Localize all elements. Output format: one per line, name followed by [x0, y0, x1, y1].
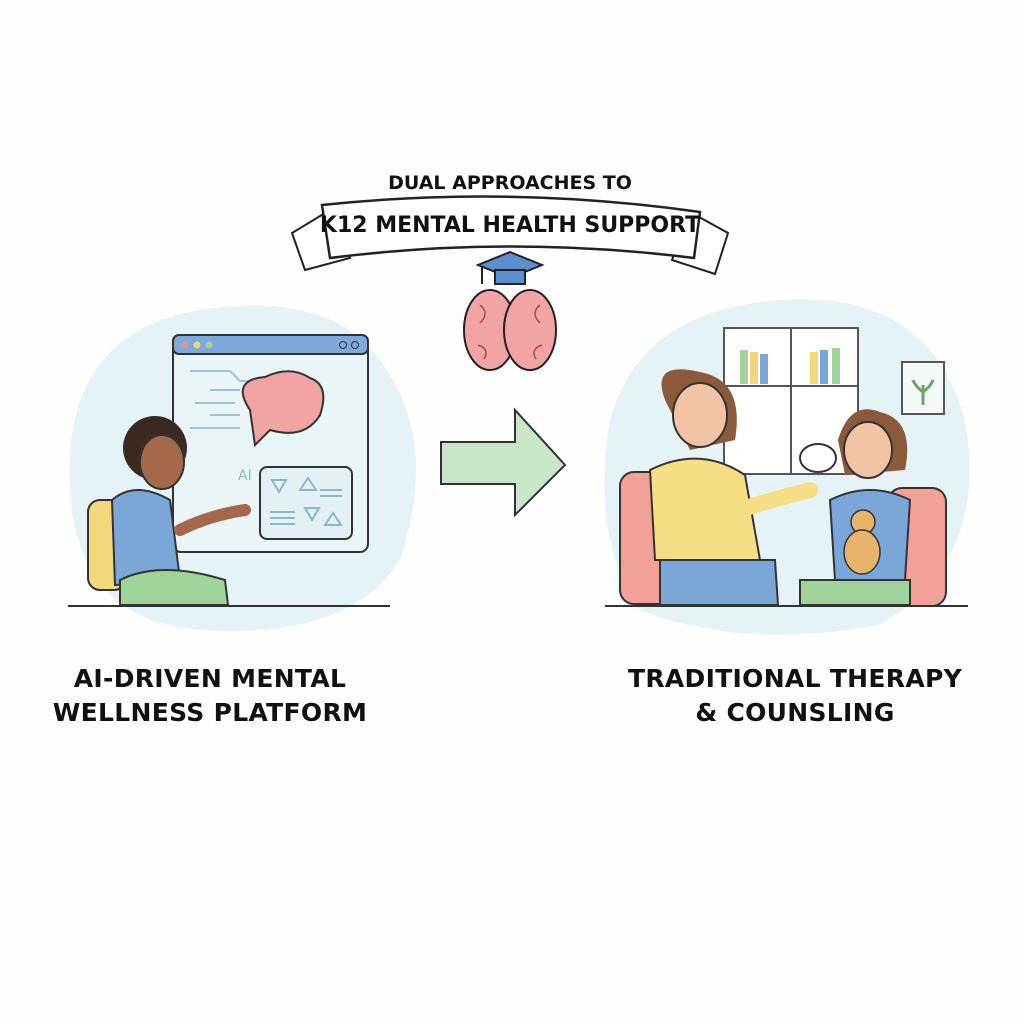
ai-label: AI	[238, 468, 252, 484]
arrow-icon	[440, 407, 567, 518]
right-caption-line2: & COUNSLING	[695, 698, 895, 727]
ai-platform-scene: AI	[68, 305, 417, 632]
title-banner: DUAL APPROACHES TO K12 MENTAL HEALTH SUP…	[290, 172, 730, 276]
bookshelf-window	[723, 327, 859, 475]
picture-frame	[901, 361, 945, 415]
left-caption-line2: WELLNESS PLATFORM	[52, 698, 368, 727]
graduation-cap-icon	[475, 250, 545, 285]
brain-icon	[463, 289, 557, 371]
right-caption: TRADITIONAL THERAPY & COUNSLING	[610, 662, 980, 730]
right-caption-line1: TRADITIONAL THERAPY	[628, 664, 962, 693]
browser-window: AI	[172, 334, 369, 553]
left-caption: AI-DRIVEN MENTAL WELLNESS PLATFORM	[40, 662, 380, 730]
banner-line1: DUAL APPROACHES TO	[388, 172, 632, 194]
therapy-scene	[604, 299, 970, 635]
banner-line2: K12 MENTAL HEALTH SUPPORT	[320, 213, 700, 238]
left-caption-line1: AI-DRIVEN MENTAL	[73, 664, 347, 693]
counselor-figure	[619, 369, 818, 606]
student-figure	[87, 416, 251, 606]
speech-bubble-icon	[799, 443, 837, 473]
